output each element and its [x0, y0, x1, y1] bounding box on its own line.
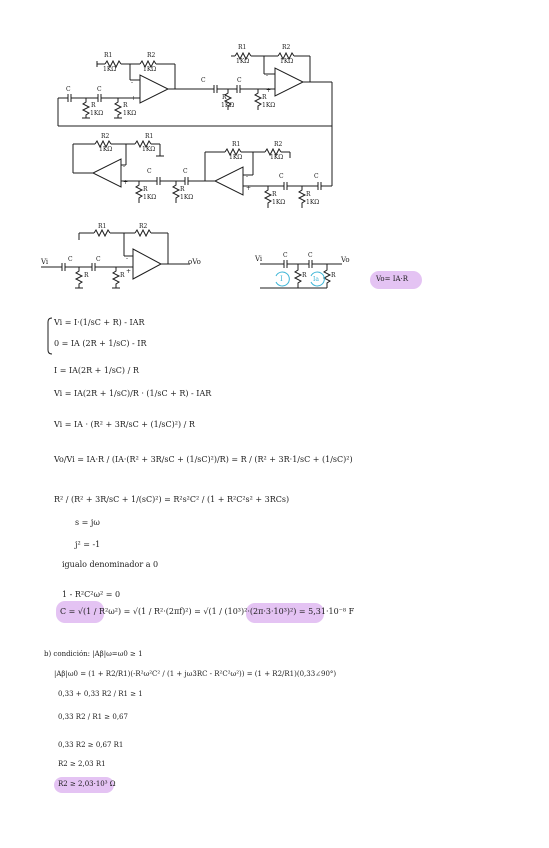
label-r1-bl: R1: [145, 133, 154, 140]
label-rb-tl: R: [123, 102, 128, 109]
label-ra-tr: R: [222, 94, 227, 101]
label-raval-br: 1KΩ: [272, 199, 286, 206]
partb-line-5: R2 ≥ 2,03 R1: [58, 760, 106, 768]
svg-text:+: +: [131, 95, 136, 102]
loop1-arrow: [275, 271, 290, 287]
eq-loop2: 0 = IA (2R + 1/sC) - IR: [54, 339, 147, 348]
eq-s: s = jω: [75, 518, 100, 527]
label-r2-rc: R: [331, 272, 336, 279]
eq-gain-s: R² / (R² + 3R/sC + 1/(sC)²) = R²s²C² / (…: [54, 495, 290, 504]
label-rb-br: R: [306, 191, 311, 198]
svg-text:+: +: [126, 268, 131, 275]
eq-vi-loop1: Vi = I·(1/sC + R) - IAR: [54, 318, 145, 327]
label-ra-br: R: [272, 191, 277, 198]
label-r2val-tr: 1KΩ: [280, 58, 294, 65]
label-r2-tr: R2: [282, 44, 291, 51]
svg-text:+: +: [123, 179, 128, 186]
label-r1-tr: R1: [238, 44, 247, 51]
loop2-arrow: [310, 271, 325, 287]
eq-c-result: C = √(1 / R²ω²) = √(1 / R²·(2πf)²) = √(1…: [60, 607, 355, 616]
label-rbval-tr: 1KΩ: [262, 102, 276, 109]
opamp-top-left: [139, 74, 170, 104]
svg-text:+: +: [246, 185, 251, 192]
label-rb-tr: R: [262, 94, 267, 101]
label-c2-tl: C: [97, 86, 102, 93]
label-r1val-bl: 1KΩ: [142, 146, 156, 153]
label-rbval-bl: 1KΩ: [180, 194, 194, 201]
label-c2-single: C: [96, 256, 101, 263]
label-rval-tl: 1KΩ: [90, 110, 104, 117]
partb-line-2: 0,33 + 0,33 R2 / R1 ≥ 1: [58, 690, 143, 698]
eq-vi-simpl: Vi = IA · (R² + 3R/sC + (1/sC)²) / R: [54, 420, 195, 429]
label-c1-tr: C: [201, 77, 206, 84]
label-raval-bl: 1KΩ: [143, 194, 157, 201]
label-loop1: I: [280, 275, 283, 283]
label-c1-bl: C: [147, 168, 152, 175]
result-highlight: [370, 271, 422, 289]
label-vi-rc: Vi: [255, 255, 263, 263]
partb-line-1: |Aβ|ω0 = (1 + R2/R1)(-R²ω²C² / (1 + jω3R…: [54, 670, 337, 678]
label-r1-rc: R: [302, 272, 307, 279]
label-c2-bl: C: [183, 168, 188, 175]
opamp-single: [132, 248, 163, 280]
eq-denom: 1 - R²C²ω² = 0: [62, 590, 121, 599]
label-vi-single: Vi: [41, 258, 49, 266]
svg-text:-: -: [131, 79, 133, 86]
label-c1-single: C: [68, 256, 73, 263]
label-r-tl: R: [91, 102, 96, 109]
partb-line-4: 0,33 R2 ≥ 0,67 R1: [58, 741, 124, 749]
label-vo-rc: Vo: [341, 256, 350, 264]
eq-gain: Vo/Vi = IA·R / (IA·(R² + 3R/sC + (1/sC)²…: [54, 455, 353, 464]
eq-note: igualo denominador a 0: [62, 560, 159, 569]
schematic-svg: - + - + - + - + - +: [41, 51, 342, 289]
label-r1val-br: 1KΩ: [229, 154, 243, 161]
label-rb-bl: R: [180, 186, 185, 193]
svg-text:-: -: [126, 255, 128, 262]
opamp-bottom-right: [213, 166, 244, 196]
eq-i: I = IA(2R + 1/sC) / R: [54, 366, 139, 375]
partb-line-3: 0,33 R2 / R1 ≥ 0,67: [58, 713, 128, 721]
r2-highlight: [54, 777, 114, 793]
label-r1-tl: R1: [104, 52, 113, 59]
partb-heading: b) condición: |Aβ|ω=ω0 ≥ 1: [44, 650, 143, 658]
label-r2-tl: R2: [147, 52, 156, 59]
label-c2-tr: C: [237, 77, 242, 84]
opamp-top-right: [274, 67, 305, 97]
label-r1val-tr: 1KΩ: [236, 58, 250, 65]
partb-line-6: R2 ≥ 2,03·10³ Ω: [58, 780, 116, 788]
c-highlight-left: [56, 601, 104, 623]
label-r2-bl: R2: [101, 133, 110, 140]
label-c1-rc: C: [283, 252, 288, 259]
label-rbval-br: 1KΩ: [306, 199, 320, 206]
eq-j: j² = -1: [75, 540, 101, 549]
label-r1-br: R1: [232, 141, 241, 148]
c-highlight-right: [246, 603, 324, 623]
label-vo-single: oVo: [188, 258, 201, 266]
label-r1-single: R1: [98, 223, 107, 230]
label-r2-br: R2: [274, 141, 283, 148]
svg-text:-: -: [246, 173, 248, 180]
label-rb-single: R: [120, 272, 125, 279]
label-result-rc: Vo= IA·R: [376, 275, 409, 283]
label-r2val-bl: 1KΩ: [99, 146, 113, 153]
svg-text:-: -: [266, 72, 268, 79]
label-r2val-br: 1KΩ: [270, 154, 284, 161]
label-rbval-tl: 1KΩ: [123, 110, 137, 117]
label-c2-br: C: [314, 173, 319, 180]
eq-vi-sub: Vi = IA(2R + 1/sC)/R · (1/sC + R) - IAR: [54, 389, 212, 398]
label-raval-tr: 1KΩ: [221, 102, 235, 109]
label-ra-single: R: [84, 272, 89, 279]
label-c2-rc: C: [308, 252, 313, 259]
label-c1-br: C: [279, 173, 284, 180]
opamp-bottom-left: [91, 158, 122, 188]
svg-text:-: -: [123, 163, 125, 170]
label-ra-bl: R: [143, 186, 148, 193]
label-c1-tl: C: [66, 86, 71, 93]
label-r2-single: R2: [139, 223, 148, 230]
label-loop2: Ia: [313, 276, 319, 283]
svg-text:+: +: [266, 87, 271, 94]
label-r1val-tl: 1KΩ: [103, 66, 117, 73]
label-r2val-tl: 1KΩ: [143, 66, 157, 73]
